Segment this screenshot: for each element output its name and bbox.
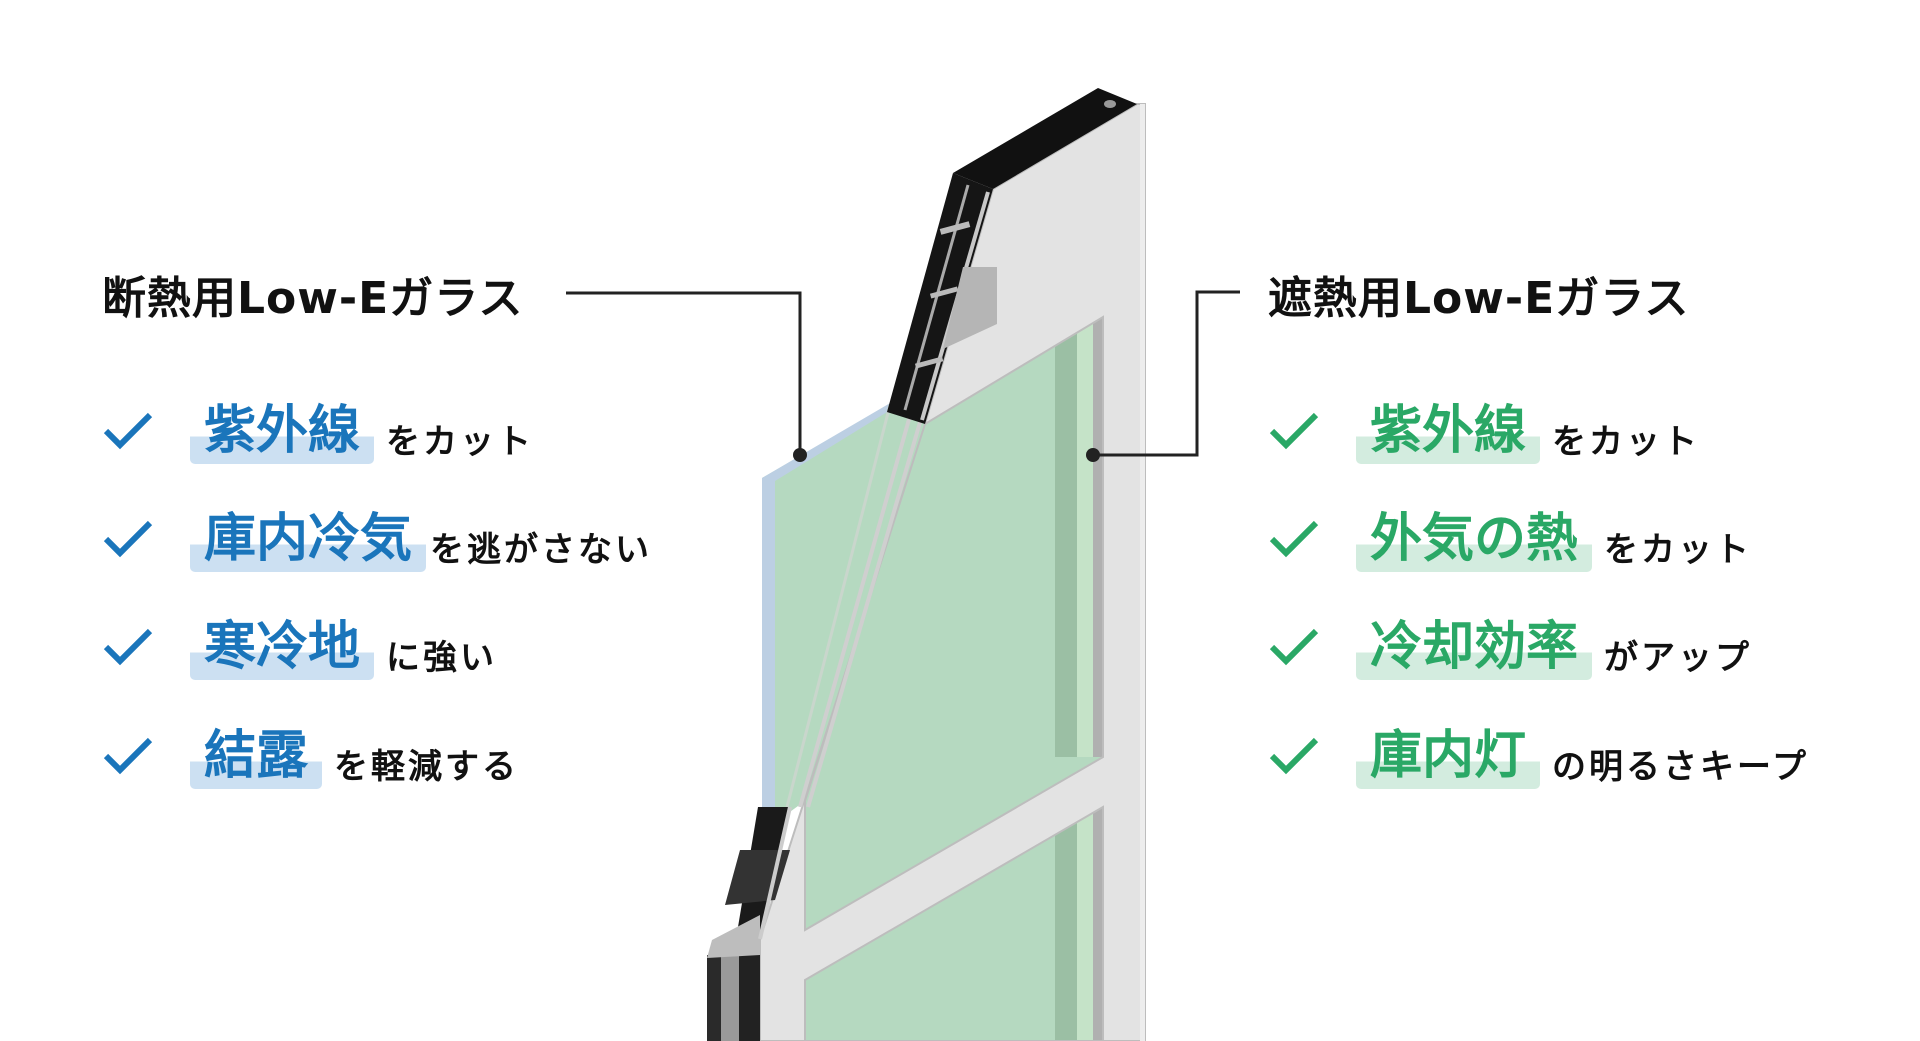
check-icon	[1269, 737, 1319, 775]
right-list-item: 庫内灯 の明るさキープ	[1268, 721, 1809, 791]
check-icon	[103, 520, 153, 558]
left-callout-line	[566, 291, 802, 455]
feature-suffix: がアップ	[1604, 637, 1753, 678]
feature-highlight: 紫外線	[1356, 398, 1541, 464]
left-list-item: 紫外線 をカット	[102, 396, 534, 466]
glass-pane-lower	[805, 807, 1103, 1041]
feature-highlight: 外気の熱	[1356, 506, 1593, 572]
left-list-item: 結露 を軽減する	[102, 721, 519, 791]
feature-suffix: に強い	[386, 637, 498, 678]
right-callout-line	[1093, 290, 1240, 457]
feature-suffix: を逃がさない	[430, 529, 653, 570]
right-list-item: 冷却効率 がアップ	[1268, 612, 1752, 682]
check-icon	[1269, 412, 1319, 450]
glass-pane-upper	[762, 317, 1103, 930]
feature-suffix: をカット	[386, 421, 535, 462]
frame-panel	[759, 103, 1146, 1041]
check-icon	[103, 737, 153, 775]
feature-highlight: 庫内冷気	[190, 506, 427, 572]
check-icon	[103, 412, 153, 450]
right-list-item: 外気の熱 をカット	[1268, 504, 1752, 574]
top-profile-section	[887, 173, 993, 424]
right-title: 遮熱用Low-Eガラス	[1268, 273, 1690, 324]
frame-tab	[943, 267, 997, 349]
feature-highlight: 冷却効率	[1356, 614, 1593, 680]
frame-top-cap	[953, 88, 1137, 189]
feature-highlight: 庫内灯	[1356, 723, 1541, 789]
check-icon	[1269, 520, 1319, 558]
feature-highlight: 寒冷地	[190, 614, 375, 680]
left-list-item: 寒冷地 に強い	[102, 612, 497, 682]
left-list-item: 庫内冷気 を逃がさない	[102, 504, 652, 574]
bottom-profile-section	[707, 806, 792, 1041]
right-list-item: 紫外線 をカット	[1268, 396, 1700, 466]
feature-highlight: 結露	[190, 723, 323, 789]
left-callout-dot	[793, 448, 807, 462]
feature-suffix: の明るさキープ	[1552, 746, 1809, 787]
left-title: 断熱用Low-Eガラス	[102, 273, 524, 324]
feature-suffix: をカット	[1552, 421, 1701, 462]
check-icon	[103, 628, 153, 666]
feature-suffix: をカット	[1604, 529, 1753, 570]
right-callout-dot	[1086, 448, 1100, 462]
feature-highlight: 紫外線	[190, 398, 375, 464]
feature-suffix: を軽減する	[334, 746, 520, 787]
check-icon	[1269, 628, 1319, 666]
